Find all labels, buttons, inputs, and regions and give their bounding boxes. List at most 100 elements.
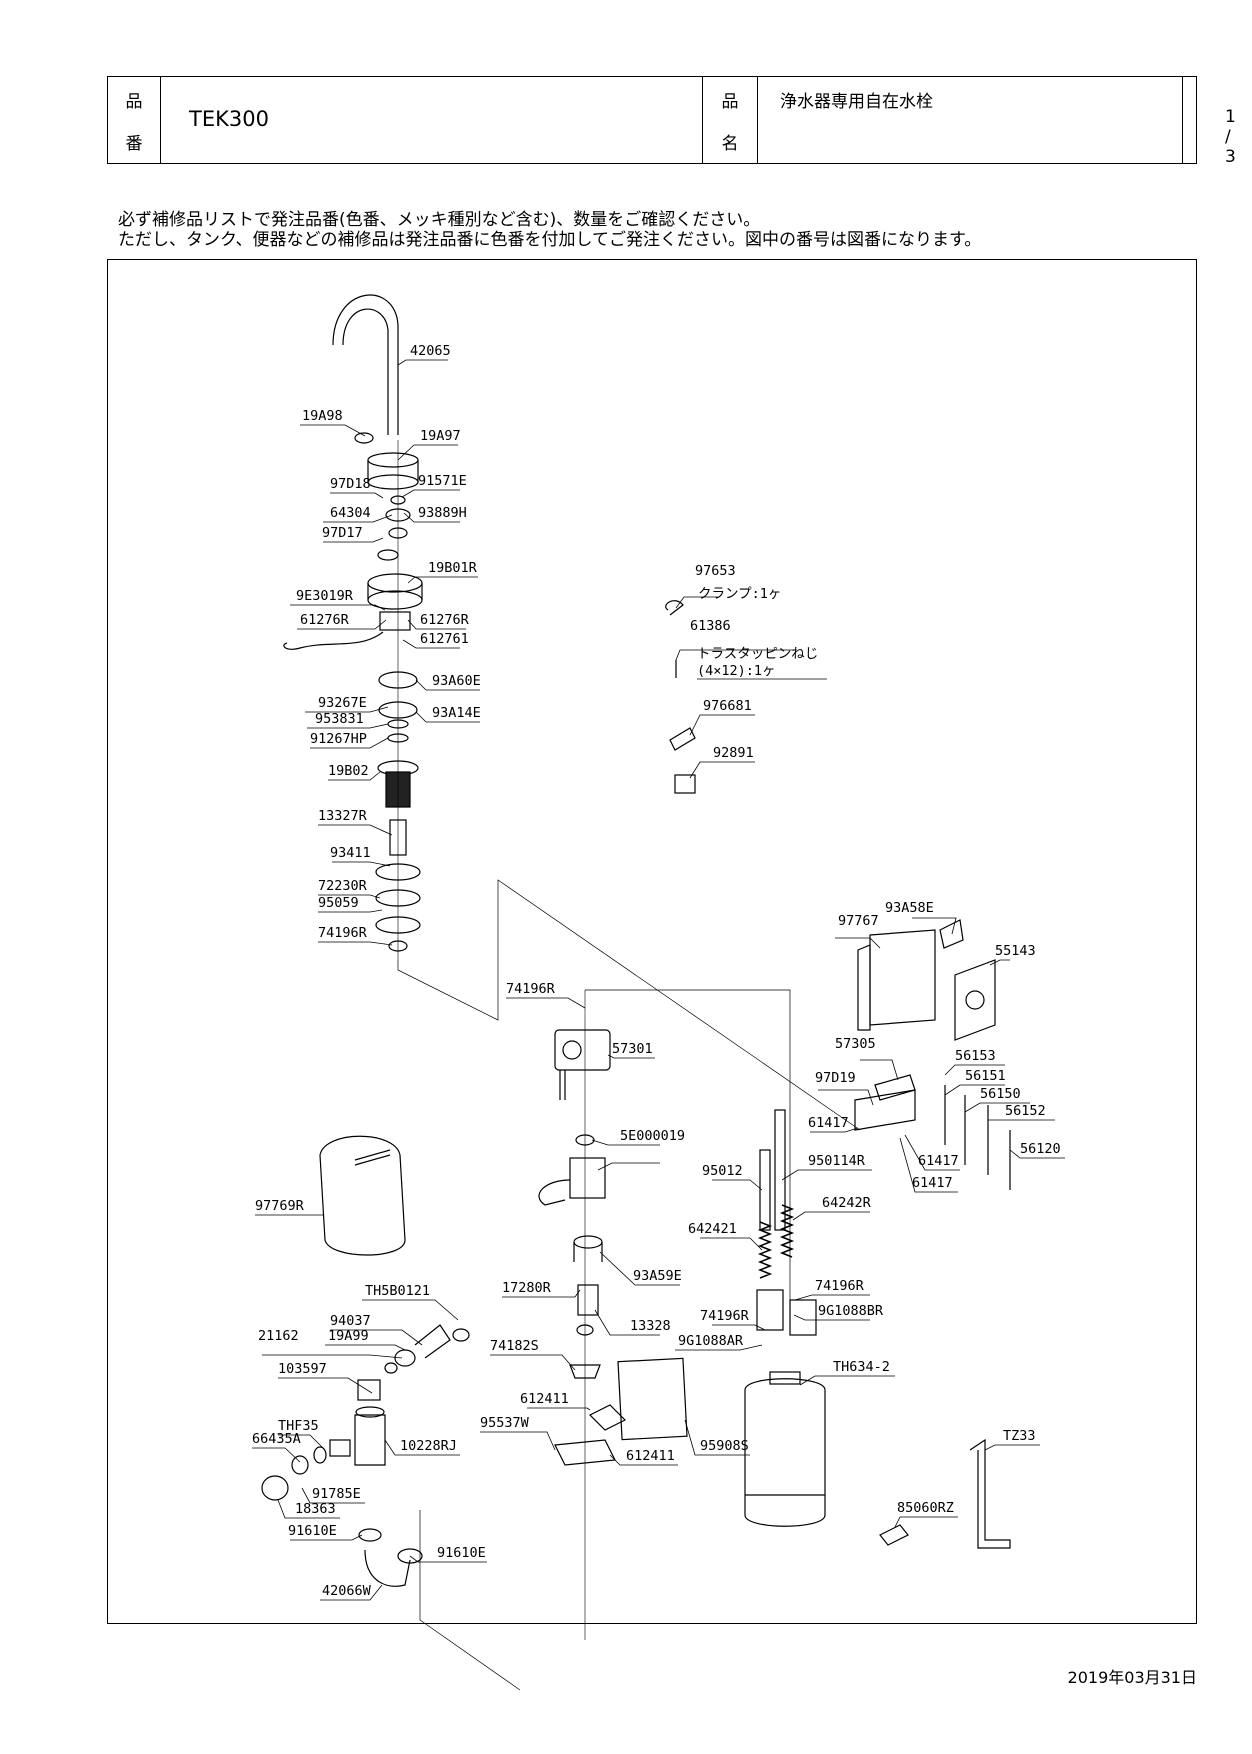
- part-label: 93A59E: [633, 1268, 682, 1284]
- part-label: 57305: [835, 1036, 876, 1052]
- title-block: 品 番 TEK300 品 名 浄水器専用自在水栓 1 / 3: [107, 76, 1236, 167]
- part-label: 91610E: [437, 1545, 486, 1561]
- part-label: 10228RJ: [400, 1438, 457, 1454]
- spout-shape: [332, 294, 399, 435]
- part-label: 91267HP: [310, 731, 367, 747]
- part-label: 74196R: [506, 981, 556, 997]
- part-label: 74196R: [815, 1278, 865, 1294]
- part-label: 91610E: [288, 1523, 337, 1539]
- part-label: 66435A: [252, 1431, 301, 1447]
- notice-text: 必ず補修品リストで発注品番(色番、メッキ種別など含む)、数量をご確認ください。 …: [118, 210, 981, 250]
- part-label: 642421: [688, 1221, 737, 1237]
- part-label: 64304: [330, 505, 371, 521]
- part-label: 93411: [330, 845, 371, 861]
- sensor-cable: [283, 631, 384, 650]
- part-label: 61276R: [420, 612, 470, 628]
- part-label: 17280R: [502, 1280, 552, 1296]
- part-label: 74196R: [700, 1308, 750, 1324]
- name-label-top: 品: [721, 92, 739, 112]
- part-label: 91785E: [312, 1486, 361, 1502]
- part-label: 13327R: [318, 808, 368, 824]
- part-label: 56151: [965, 1068, 1006, 1084]
- part-label: 97769R: [255, 1198, 305, 1214]
- part-label: 56153: [955, 1048, 996, 1064]
- product-name: 浄水器専用自在水栓: [780, 92, 933, 112]
- part-label: 13328: [630, 1318, 671, 1334]
- part-no-label-top: 品: [125, 92, 143, 112]
- part-label: 56150: [980, 1086, 1021, 1102]
- part-label: 19A99: [328, 1328, 369, 1344]
- issue-date: 2019年03月31日: [1067, 1668, 1197, 1687]
- part-label: 976681: [703, 698, 752, 714]
- cover-shape: [319, 1135, 406, 1256]
- part-label: 56152: [1005, 1103, 1046, 1119]
- part-label: 21162: [258, 1328, 299, 1344]
- part-label: TZ33: [1003, 1428, 1036, 1444]
- part-label: 94037: [330, 1313, 371, 1329]
- part-no-label-cell: 品 番: [108, 77, 161, 163]
- screw-note-line-2: (4×12):1ヶ: [697, 663, 776, 679]
- part-label: TH5B0121: [365, 1283, 430, 1299]
- part-label: 61386: [690, 618, 731, 634]
- part-label: 72230R: [318, 878, 368, 894]
- part-label: 91571E: [418, 473, 467, 489]
- part-label: 19B02: [328, 763, 369, 779]
- part-label: 93889H: [418, 505, 467, 521]
- part-label: 953831: [315, 711, 364, 727]
- part-label: 92891: [713, 745, 754, 761]
- part-label: 42065: [410, 343, 451, 359]
- part-no-label-bottom: 番: [125, 134, 143, 154]
- part-label: 95059: [318, 895, 359, 911]
- part-label: 74182S: [490, 1338, 539, 1354]
- part-label: 97D17: [322, 525, 363, 541]
- part-label: 61417: [918, 1153, 959, 1169]
- part-label: 612761: [420, 631, 469, 647]
- part-label: 18363: [295, 1501, 336, 1517]
- spout-base: [367, 452, 419, 468]
- part-label: 61276R: [300, 612, 350, 628]
- part-label: 19A97: [420, 428, 461, 444]
- part-label: 42066W: [322, 1583, 372, 1599]
- part-label: 19A98: [302, 408, 343, 424]
- part-no-cell: TEK300: [161, 77, 703, 163]
- part-no-value: TEK300: [189, 107, 269, 131]
- part-label: 55143: [995, 943, 1036, 959]
- part-label: 95012: [702, 1163, 743, 1179]
- notice-line-2: ただし、タンク、便器などの補修品は発注品番に色番を付加してご発注ください。図中の…: [118, 230, 982, 250]
- filter-tank: [744, 1378, 826, 1527]
- part-label: 64242R: [822, 1195, 872, 1211]
- part-label: 93A60E: [432, 673, 481, 689]
- part-label: 93267E: [318, 695, 367, 711]
- part-label: 74196R: [318, 925, 368, 941]
- part-label: 5E000019: [620, 1128, 685, 1144]
- part-label: 97653: [695, 563, 736, 579]
- part-label: 56120: [1020, 1141, 1061, 1157]
- part-label: 9E3019R: [296, 588, 354, 604]
- part-label: 9G1088AR: [678, 1333, 744, 1349]
- screw-note-line-1: トラスタッピンねじ: [697, 646, 818, 662]
- part-label: 57301: [612, 1041, 653, 1057]
- page-cell: 1 / 3: [1183, 77, 1236, 167]
- part-label: TH634-2: [833, 1359, 890, 1375]
- part-label: 93A58E: [885, 900, 934, 916]
- part-label: 612411: [626, 1448, 675, 1464]
- part-label: 950114R: [808, 1153, 866, 1169]
- name-label-cell: 品 名: [703, 77, 758, 163]
- clamp-note: クランプ:1ヶ: [698, 586, 781, 602]
- notice-line-1: 必ず補修品リストで発注品番(色番、メッキ種別など含む)、数量をご確認ください。: [118, 210, 761, 230]
- part-label: 61417: [912, 1175, 953, 1191]
- part-label: 97767: [838, 913, 879, 929]
- part-label: THF35: [278, 1418, 319, 1434]
- name-label-bottom: 名: [721, 134, 739, 154]
- part-labels: 42065 19A98 19A97 97D18 91571E 64304 938…: [252, 343, 1061, 1599]
- diagram-frame: [107, 259, 1197, 1624]
- part-label: 95537W: [480, 1415, 530, 1431]
- part-label: 97D19: [815, 1070, 856, 1086]
- part-label: 85060RZ: [897, 1500, 954, 1516]
- part-label: 612411: [520, 1391, 569, 1407]
- part-label: 93A14E: [432, 705, 481, 721]
- part-label: 9G1088BR: [818, 1303, 884, 1319]
- part-label: 19B01R: [428, 560, 478, 576]
- part-label: 95908S: [700, 1438, 749, 1454]
- product-name-cell: 浄水器専用自在水栓: [758, 77, 1183, 163]
